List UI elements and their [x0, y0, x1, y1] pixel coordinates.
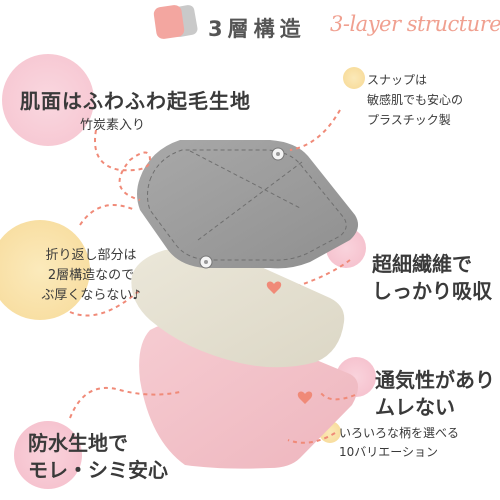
callout-fold-line: 2層構造なので	[47, 268, 135, 283]
callout-fold: 折り返し部分は 2層構造なので ぶ厚くならない♪	[36, 246, 146, 306]
callout-fold-line: ぶ厚くならない♪	[41, 288, 141, 303]
layer-fiber	[131, 249, 345, 368]
stitch-lines	[147, 149, 347, 261]
callout-fiber: 超細繊維で しっかり吸収	[372, 251, 492, 305]
callout-waterproof: 防水生地で モレ・シミ安心	[28, 430, 168, 484]
snap-icon	[271, 147, 285, 161]
pink-blob	[2, 54, 94, 146]
callout-breathable-line: 通気性があり	[375, 368, 495, 392]
page-title: 3層構造	[208, 17, 306, 41]
callout-fiber-line: 超細繊維で	[372, 252, 472, 276]
callout-breathable-line: ムレない	[375, 395, 455, 419]
callout-snap-line: 敏感肌でも安心の	[367, 93, 464, 107]
callout-waterproof-line: 防水生地で	[28, 431, 128, 455]
callout-waterproof-line: モレ・シミ安心	[28, 458, 168, 482]
callout-snap-line: プラスチック製	[367, 113, 451, 127]
snap-icon	[199, 255, 213, 269]
pink-blob	[14, 421, 82, 489]
yellow-blob-small	[343, 67, 365, 89]
yellow-blob	[0, 220, 90, 320]
layer-surface	[137, 140, 359, 269]
callout-patterns: いろいろな柄を選べる 10バリエーション	[339, 424, 459, 462]
callout-snap-line: スナップは	[367, 73, 428, 87]
callout-snap: スナップは 敏感肌でも安心の プラスチック製	[367, 70, 463, 130]
callout-surface-sub: 竹炭素入り	[80, 118, 146, 133]
header-logo-icon	[153, 5, 198, 39]
dashed-connectors	[69, 109, 356, 444]
callout-patterns-line: いろいろな柄を選べる	[339, 426, 460, 440]
callout-breathable: 通気性があり ムレない	[375, 367, 495, 421]
heart-icon	[266, 281, 313, 404]
callout-fiber-line: しっかり吸収	[372, 279, 492, 303]
callout-surface-title: 肌面はふわふわ起毛生地	[20, 89, 251, 113]
callout-fold-line: 折り返し部分は	[45, 248, 137, 263]
page-subtitle: 3-layer structure	[330, 12, 500, 36]
callout-patterns-line: 10バリエーション	[339, 445, 439, 459]
